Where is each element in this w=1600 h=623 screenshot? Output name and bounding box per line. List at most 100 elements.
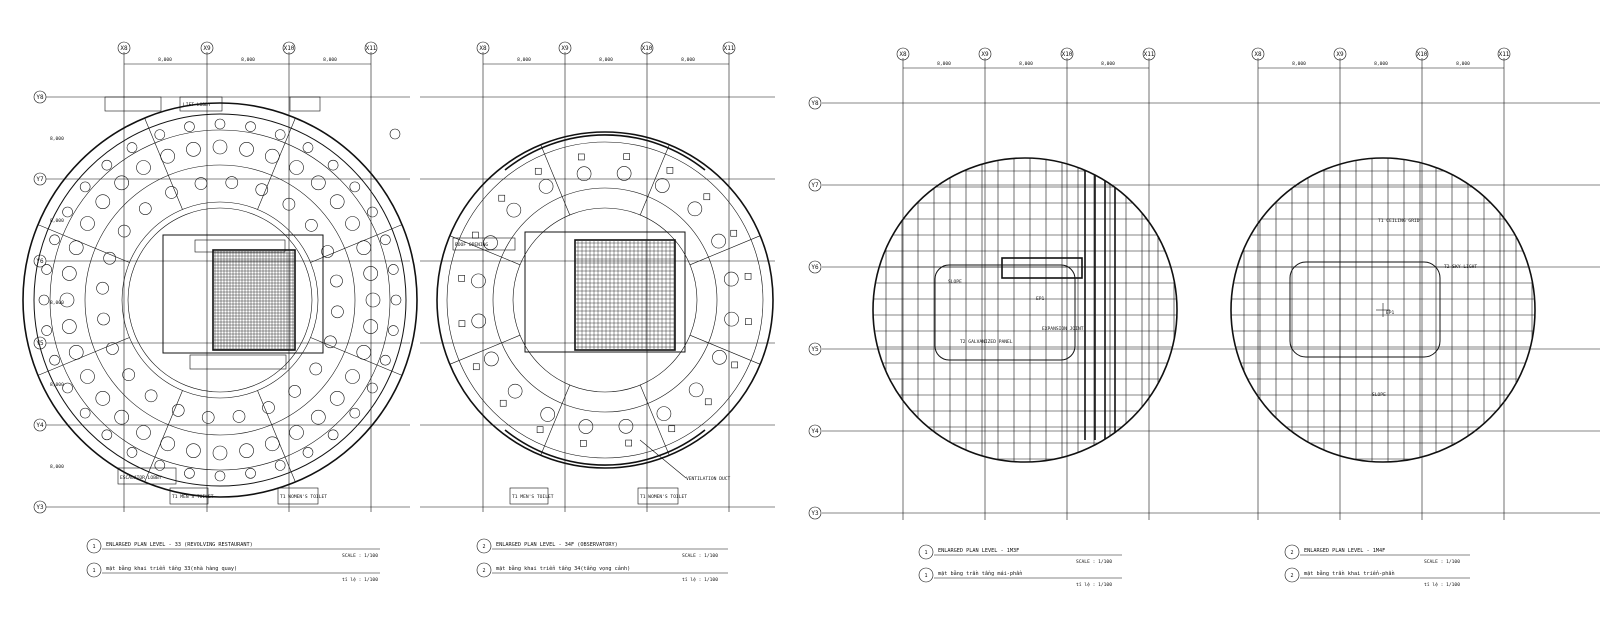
- chair: [388, 325, 399, 336]
- title-block-plan-2: 2 ENLARGED PLAN LEVEL - 34F (OBSERVATORY…: [476, 538, 728, 583]
- dim-label: 8,000: [517, 57, 531, 63]
- observatory-rings: [436, 131, 774, 469]
- tag-label: T1 MEN'S TOILET: [512, 494, 554, 500]
- chair: [49, 234, 60, 246]
- table: [345, 216, 360, 231]
- chair: [274, 129, 286, 140]
- chair: [274, 460, 286, 471]
- chair: [302, 447, 314, 458]
- grid-axis-x: X8 X9 X10 X11 8,000 8,000 8,000: [1251, 47, 1511, 520]
- table: [578, 419, 594, 434]
- table: [363, 319, 378, 334]
- radial-line: [310, 337, 403, 376]
- drawing-title-vi: mặt bằng trần tầng mái-phần: [938, 570, 1022, 577]
- grid-label-x11: X11: [1499, 51, 1510, 58]
- grid-axis-x: X8 X9 X10 X11 8,000 8,000 8,000: [476, 41, 736, 512]
- tag-label: T1 CEILING GRID: [1378, 218, 1420, 224]
- drawing-title: ENLARGED PLAN LEVEL - 1M4F: [1304, 548, 1385, 554]
- table: [345, 369, 360, 384]
- pod: [578, 153, 585, 161]
- chair: [380, 354, 391, 366]
- chair: [184, 468, 195, 479]
- restaurant-core: [162, 234, 324, 370]
- grid-label-y4: Y4: [811, 428, 819, 435]
- tag-label: T1 WOMEN'S TOILET: [640, 494, 687, 500]
- pod: [745, 318, 752, 325]
- grid-label-x11: X11: [1144, 51, 1155, 58]
- radial-line: [689, 334, 761, 365]
- pod: [666, 167, 674, 174]
- radial-line: [639, 144, 670, 216]
- grid-label-x9: X9: [981, 51, 989, 58]
- tag-label: EXPANSION JOINT: [1042, 326, 1084, 332]
- table: [103, 251, 116, 265]
- chair: [302, 142, 314, 153]
- table: [62, 266, 77, 281]
- radial-line: [639, 384, 670, 456]
- tag-label: LIFT LOBBY: [183, 102, 211, 108]
- tag-label: EP1: [1386, 310, 1395, 316]
- tag-label: T1 WOMEN'S TOILET: [280, 494, 327, 500]
- title-block-plan-1: 1 ENLARGED PLAN LEVEL - 33 (REVOLVING RE…: [86, 538, 380, 583]
- chair: [101, 159, 113, 171]
- pod: [703, 193, 711, 201]
- drawing-scale-vi: tỉ lệ : 1/100: [1076, 581, 1112, 588]
- chair: [101, 429, 113, 441]
- pod: [498, 194, 506, 202]
- radial-line: [144, 390, 183, 483]
- restaurant-rings: [22, 102, 418, 498]
- radial-line: [144, 117, 183, 210]
- grid-label-x9: X9: [1336, 51, 1344, 58]
- table: [194, 177, 208, 190]
- table: [106, 342, 119, 355]
- grid-label-y3: Y3: [811, 510, 819, 517]
- dim-label: 8,000: [1456, 61, 1470, 67]
- pod: [534, 167, 542, 175]
- grid-axis-x: X8 X9 X10 X11 8,000 8,000 8,000: [896, 47, 1156, 520]
- grid-label-y8: Y8: [811, 100, 819, 107]
- drawing-number: 2: [1290, 550, 1293, 556]
- grid-label-x8: X8: [899, 51, 907, 58]
- table: [711, 233, 726, 249]
- grid-axis-y: Y8 Y7 Y6 Y5 Y4 Y3: [808, 96, 1600, 520]
- table: [97, 312, 110, 326]
- table: [483, 235, 498, 250]
- table: [329, 194, 345, 209]
- table: [255, 183, 269, 196]
- grid-lines-y: [420, 96, 775, 508]
- dim-label: 8,000: [1292, 61, 1306, 67]
- table: [80, 369, 95, 384]
- chair: [79, 181, 91, 193]
- drawing-scale-vi: tỉ lệ : 1/100: [1424, 581, 1460, 588]
- pod: [536, 426, 544, 433]
- tag-label: ROOF OPENING: [455, 242, 488, 248]
- table: [122, 368, 135, 381]
- drawing-number: 2: [482, 544, 485, 550]
- chair: [62, 206, 73, 218]
- grid-label-y6: Y6: [811, 264, 819, 271]
- plan-revolving-restaurant: X8 X9 X10 X11 8,000 8,000 8,000 Y8 Y7 Y6: [22, 41, 418, 583]
- table: [62, 319, 77, 334]
- drawing-title: ENLARGED PLAN LEVEL - 1M3F: [938, 548, 1019, 554]
- chair: [79, 407, 91, 419]
- table: [618, 418, 634, 434]
- chair: [214, 118, 226, 130]
- drawing-number: 1: [924, 550, 927, 556]
- chair: [388, 264, 399, 275]
- chair: [349, 181, 361, 193]
- chair: [245, 121, 256, 132]
- pod: [458, 320, 466, 327]
- dim-label: 8,000: [1374, 61, 1388, 67]
- observatory-seats: [449, 144, 761, 456]
- radial-line: [540, 384, 571, 456]
- table: [688, 382, 704, 398]
- dim-label: 8,000: [50, 464, 64, 470]
- table: [471, 273, 486, 289]
- grid-label-x10: X10: [1417, 51, 1428, 58]
- table: [507, 383, 523, 399]
- ceiling-outline-2: EP1 T2 SKY LIGHT T1 CEILING GRID SLOPE: [1230, 157, 1536, 463]
- drawing-number: 2: [482, 568, 485, 574]
- drawing-scale-vi: tỉ lệ : 1/100: [342, 576, 378, 583]
- chair: [367, 206, 378, 218]
